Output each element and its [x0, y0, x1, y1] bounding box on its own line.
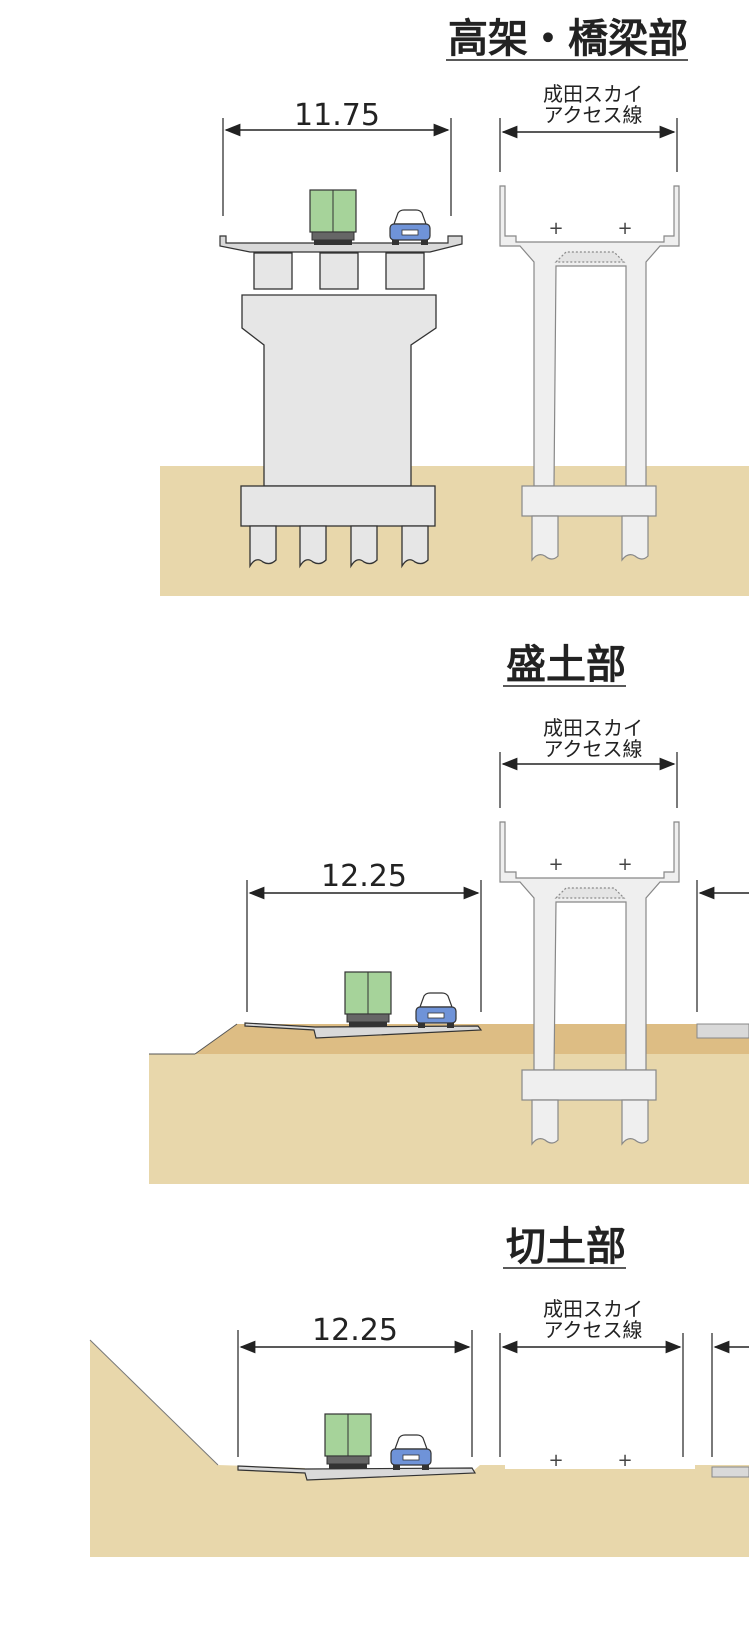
road-width-label: 11.75 [294, 98, 380, 133]
truck-icon [344, 971, 392, 1028]
svg-text:+: + [617, 218, 632, 239]
ground [90, 1340, 749, 1557]
svg-text:+: + [617, 854, 632, 875]
rail-line-label: 成田スカイ [543, 1297, 643, 1321]
rail-line-label: アクセス線 [544, 1318, 643, 1342]
girder [253, 252, 293, 290]
rail-line-label: アクセス線 [544, 103, 643, 127]
svg-text:+: + [548, 218, 563, 239]
svg-text:+: + [548, 854, 563, 875]
section-embankment: 盛土部 12.25 成田スカイ アクセス線 [149, 642, 749, 1184]
section-title-viaduct: 高架・橋梁部 [448, 16, 688, 62]
footing [240, 485, 436, 527]
pile [249, 525, 277, 569]
car-icon [389, 209, 431, 246]
truck-icon [309, 189, 357, 246]
pier [241, 294, 437, 487]
pile [350, 525, 378, 569]
rail-viaduct: + + [499, 821, 680, 1146]
section-viaduct: 高架・橋梁部 11.75 成田スカイ アクセス線 [160, 16, 749, 596]
pile [299, 525, 327, 569]
section-cut: 切土部 12.25 成田スカイ アクセス線 + + [89, 1224, 749, 1557]
section-title-embankment: 盛土部 [506, 642, 626, 688]
girder [319, 252, 359, 290]
road-width-label: 12.25 [312, 1313, 398, 1348]
road-width-label: 12.25 [321, 859, 407, 894]
svg-text:+: + [548, 1450, 563, 1471]
adjacent-road [711, 1466, 749, 1478]
girder [385, 252, 425, 290]
rail-line-label: 成田スカイ [543, 716, 643, 740]
rail-viaduct: + + [499, 185, 680, 562]
rail-trackbed [505, 1465, 695, 1469]
section-title-cut: 切土部 [506, 1224, 626, 1270]
rail-line-label: アクセス線 [544, 737, 643, 761]
car-icon [390, 1434, 432, 1471]
adjacent-road [696, 1023, 749, 1039]
ground [149, 1054, 749, 1184]
pile [401, 525, 429, 569]
rail-line-label: 成田スカイ [543, 82, 643, 106]
car-icon [415, 992, 457, 1029]
svg-text:+: + [617, 1450, 632, 1471]
truck-icon [324, 1413, 372, 1470]
